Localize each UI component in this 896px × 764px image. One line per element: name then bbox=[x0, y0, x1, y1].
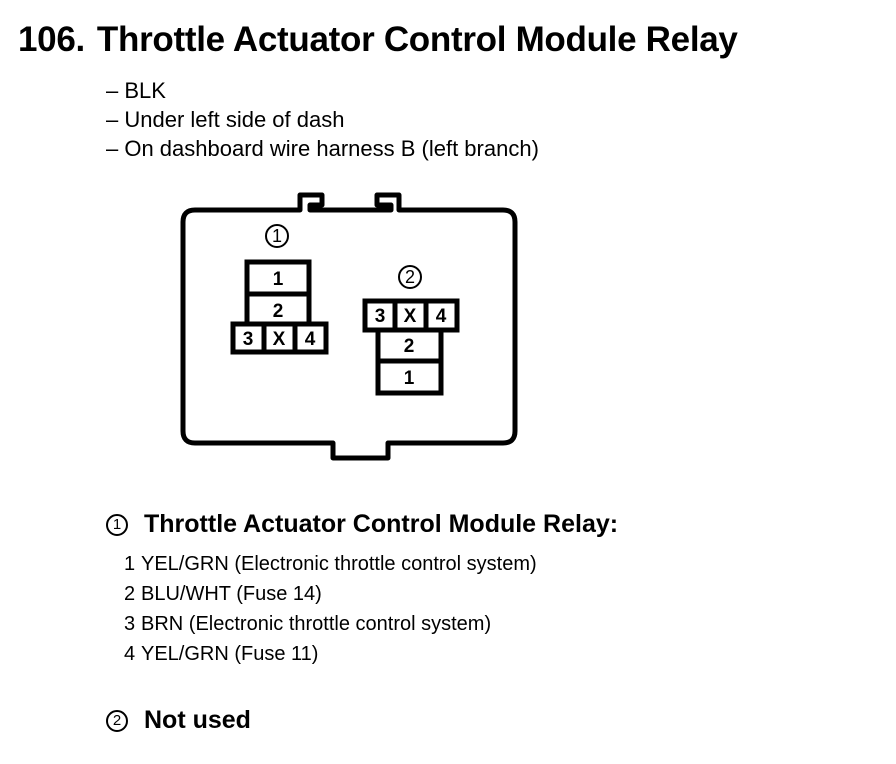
page-title: 106. Throttle Actuator Control Module Rel… bbox=[18, 20, 738, 60]
connector-1-callout: 1 bbox=[265, 224, 289, 248]
connector-2-cell-2: 2 bbox=[375, 327, 444, 364]
connector-1-callout-label: 1 bbox=[272, 226, 282, 246]
connector-1-cell-2: 2 bbox=[244, 291, 312, 327]
connector-2-cell-1: 1 bbox=[375, 358, 444, 396]
note-color: – BLK bbox=[106, 78, 166, 103]
svg-text:3: 3 bbox=[375, 306, 386, 327]
svg-text:4: 4 bbox=[436, 306, 447, 327]
connector-1-cell-1: 1 bbox=[244, 259, 312, 297]
location-notes: – BLK – Under left side of dash – On das… bbox=[106, 76, 539, 163]
connector-2-callout: 2 bbox=[398, 265, 422, 289]
svg-text:X: X bbox=[273, 329, 286, 350]
note-harness: – On dashboard wire harness B (left bran… bbox=[106, 136, 539, 161]
connector-2-badge: 2 bbox=[106, 709, 128, 732]
svg-text:1: 1 bbox=[273, 269, 284, 290]
connector-2-cell-3: 3 bbox=[362, 298, 398, 333]
connector-2-heading-text: Not used bbox=[144, 706, 251, 734]
connector-1-cell-x: X bbox=[261, 321, 298, 355]
svg-text:1: 1 bbox=[404, 368, 415, 389]
svg-text:2: 2 bbox=[273, 301, 284, 322]
title-text: Throttle Actuator Control Module Relay bbox=[96, 20, 738, 59]
svg-text:4: 4 bbox=[305, 329, 316, 350]
connector-1-badge: 1 bbox=[106, 513, 128, 536]
connector-1-heading-text: Throttle Actuator Control Module Relay: bbox=[144, 510, 619, 538]
connector-1-cell-3: 3 bbox=[230, 321, 267, 355]
connector-1-cell-4: 4 bbox=[292, 321, 329, 355]
svg-text:2: 2 bbox=[404, 336, 415, 357]
svg-text:X: X bbox=[404, 306, 417, 327]
connector-1-pinout: 1 Throttle Actuator Control Module Relay… bbox=[106, 510, 618, 669]
note-location: – Under left side of dash bbox=[106, 107, 345, 132]
connector-2-callout-label: 2 bbox=[405, 267, 415, 287]
connector-2-cell-x: X bbox=[392, 298, 429, 333]
connector-2-cell-4: 4 bbox=[423, 298, 460, 333]
connector-2-heading: 2 Not used bbox=[106, 706, 251, 735]
title-number: 106. bbox=[18, 20, 85, 59]
connector-1-heading: 1 Throttle Actuator Control Module Relay… bbox=[106, 510, 618, 539]
relay-housing-outline bbox=[180, 192, 518, 461]
svg-text:3: 3 bbox=[243, 329, 254, 350]
connector-2-pinout: 2 Not used bbox=[106, 706, 251, 735]
